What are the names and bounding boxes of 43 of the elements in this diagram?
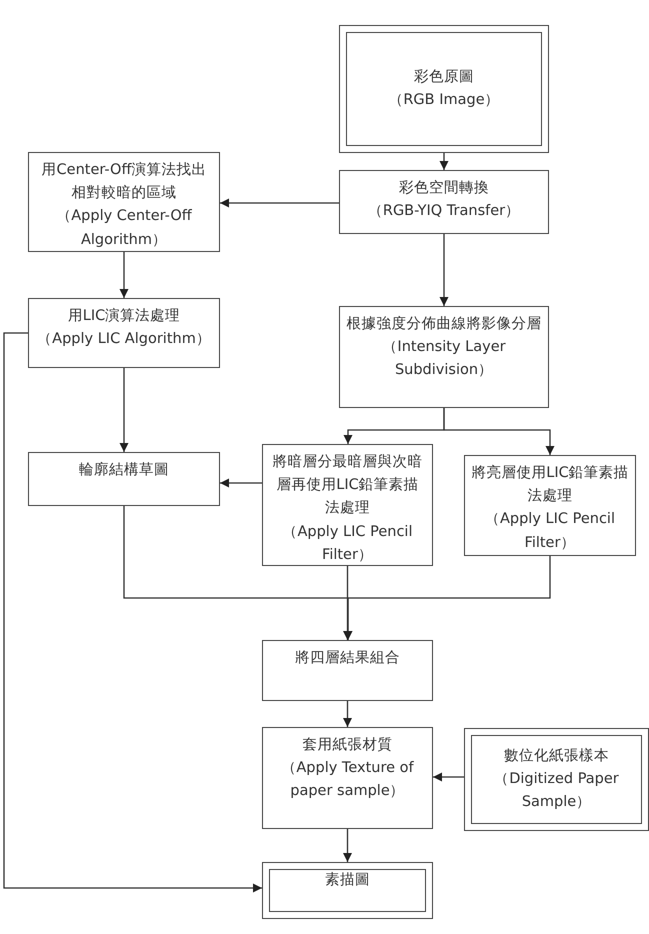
node-text: 輪廓結構草圖: [79, 460, 169, 480]
process-box: [28, 452, 220, 506]
process-box: [262, 640, 433, 701]
node-text: （Apply LIC Algorithm）: [37, 330, 211, 350]
process-box: [339, 25, 549, 153]
arrow: [342, 701, 352, 727]
node-text: 用LIC演算法處理: [68, 306, 180, 326]
process-box: [28, 152, 220, 252]
process-box: [464, 455, 636, 556]
node-text: 套用紙張材質: [302, 736, 392, 755]
arrow: [3, 332, 262, 893]
node-text: （Apply LIC Pencil Filter）: [281, 522, 414, 565]
process-box: [28, 298, 220, 368]
node-text: 數位化紙張樣本: [504, 746, 609, 766]
node-text: （Digitized Paper Sample）: [493, 770, 620, 812]
node-text: 用Center-Off演算法找出相對較暗的區域: [40, 160, 208, 204]
node-text: （Apply Texture of paper sample）: [280, 759, 415, 802]
arrow: [220, 478, 262, 488]
process-box: [262, 444, 433, 566]
node-text: （Apply LIC Pencil Filter）: [484, 510, 616, 553]
node-text: 將暗層分最暗層與次暗層再使用LIC鉛筆素描法處理: [272, 452, 424, 518]
node-text: 彩色空間轉換: [399, 179, 489, 198]
process-box: [262, 862, 433, 919]
arrow: [342, 829, 352, 862]
arrow: [443, 408, 555, 455]
process-box: [339, 306, 549, 408]
arrow: [439, 234, 449, 306]
arrow: [119, 252, 129, 298]
process-box: [464, 728, 649, 831]
arrow: [433, 772, 464, 782]
node-text: 彩色原圖: [414, 68, 474, 87]
node-text: （RGB Image）: [388, 91, 500, 110]
arrow: [119, 368, 129, 452]
node-text: 將四層結果組合: [295, 649, 400, 668]
process-box: [339, 170, 549, 234]
node-text: 根據強度分佈曲線將影像分層（Intensity Layer Subdivision）: [346, 314, 542, 380]
node-text: （Apply Center-Off Algorithm）: [55, 207, 193, 250]
arrow: [220, 198, 339, 208]
node-text: 素描圖: [325, 871, 370, 890]
node-text: 將亮層使用LIC鉛筆素描法處理: [471, 464, 629, 506]
arrow: [439, 153, 449, 170]
node-text: （RGB-YIQ Transfer）: [368, 202, 520, 222]
process-box: [262, 727, 433, 829]
